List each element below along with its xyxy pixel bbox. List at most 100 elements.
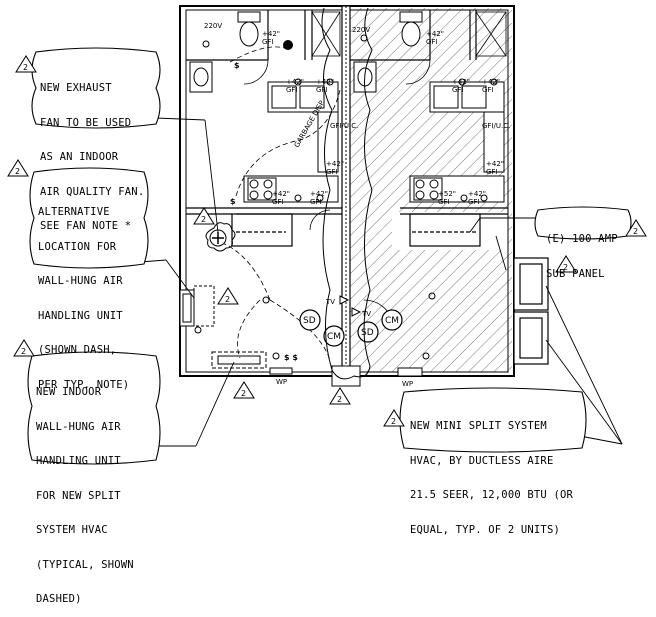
- callout-line: NEW EXHAUST: [40, 82, 112, 94]
- floor-plan-drawing: 220V 220V +42" GFI +42" GFI +42" GFI +42…: [7, 5, 647, 465]
- label-gfi-6: GFI: [482, 86, 494, 94]
- label-switch-left: $: [230, 197, 236, 206]
- mini-split-condensers: [513, 257, 549, 365]
- callout-line: WALL-HUNG AIR: [36, 420, 121, 433]
- air-handler-exterior-left: [179, 285, 215, 327]
- callout-line: WALL-HUNG AIR: [38, 275, 123, 287]
- label-220v-left: 220V: [204, 22, 222, 30]
- svg-text:2: 2: [201, 215, 206, 224]
- rev-triangle-9: [555, 255, 577, 273]
- rev-triangle-10: [383, 409, 405, 427]
- co-monitor-right: CM: [381, 309, 403, 331]
- callout-line: DASHED): [36, 593, 82, 605]
- callout-line: NEW MINI SPLIT SYSTEM: [410, 420, 547, 432]
- callout-line: SEE FAN NOTE *: [40, 220, 132, 232]
- toilet-left: [237, 11, 261, 47]
- label-plus42-11: +42": [468, 190, 486, 198]
- callout-line: FOR NEW SPLIT: [36, 489, 121, 502]
- svg-text:2: 2: [15, 167, 20, 176]
- callout-line: SYSTEM HVAC: [36, 524, 108, 536]
- svg-text:2: 2: [23, 63, 28, 72]
- label-plus42-10: +42": [310, 190, 328, 198]
- label-plus42-3: +42": [286, 78, 304, 86]
- callout-line: AIR QUALITY FAN.: [40, 185, 145, 198]
- kitchen-left: [243, 81, 339, 203]
- label-garbage-disp: GARBAGE DISP.: [293, 98, 327, 149]
- callout-line: HANDLING UNIT: [36, 455, 121, 467]
- callout-line: (E) 100 AMP: [546, 233, 618, 245]
- callout-line: FAN TO BE USED: [40, 116, 132, 129]
- label-tv-1: TV: [325, 298, 335, 306]
- rev-triangle-5: [13, 339, 35, 357]
- callout-line: SUB PANEL: [546, 267, 605, 280]
- revision-triangles: [7, 55, 647, 427]
- label-plus52-right: +52": [438, 190, 456, 198]
- svg-text:2: 2: [241, 389, 246, 398]
- label-plus42-5: +42": [452, 78, 470, 86]
- smoke-detector-left: SD: [299, 309, 321, 331]
- label-plus42-6: +42": [482, 78, 500, 86]
- tv-outlets: [339, 295, 362, 317]
- label-wp-left: WP: [276, 378, 287, 386]
- callout-line: PER TYP. NOTE): [38, 378, 130, 391]
- rev-triangle-4: [217, 287, 239, 305]
- co-monitor-left: CM: [323, 325, 345, 347]
- callout-line: (SHOWN DASH,: [38, 344, 117, 356]
- label-gfi-uc-right: GFI/U.C.: [482, 122, 510, 130]
- callout-sub-panel: (E) 100 AMP SUB PANEL: [546, 211, 618, 292]
- leader-lines: [139, 117, 623, 447]
- label-switches-bottom: $ $: [284, 353, 298, 362]
- callout-cloud-shapes: [27, 47, 632, 465]
- callout-line: 21.5 SEER, 12,000 BTU (OR: [410, 489, 574, 501]
- label-gfi-8: GFI: [486, 168, 498, 176]
- cm-label-right: CM: [385, 316, 399, 326]
- callout-exhaust-fan: NEW EXHAUST FAN TO BE USED AS AN INDOOR …: [40, 60, 144, 244]
- label-gfi-5: GFI: [452, 86, 464, 94]
- callout-line: EQUAL, TYP. OF 2 UNITS): [410, 523, 560, 536]
- label-gfi-11: GFI: [438, 198, 450, 206]
- callout-new-indoor: NEW INDOOR WALL-HUNG AIR HANDLING UNIT F…: [36, 364, 134, 617]
- kitchen-right: [409, 81, 505, 203]
- label-plus42-4: +42": [316, 78, 334, 86]
- label-gfi-1: GFI: [262, 38, 274, 46]
- exhaust-fan-symbol: [209, 40, 293, 247]
- svg-text:2: 2: [633, 227, 638, 236]
- label-gfi-10: GFI: [310, 198, 322, 206]
- exterior-bumps: [269, 365, 423, 387]
- revision-triangle-numbers: 2 2 2 2 2 2 2 2 2 2: [15, 63, 638, 426]
- label-plus42-1: +42": [262, 30, 280, 38]
- label-plus42-2: +42": [426, 30, 444, 38]
- label-plus42-7: +42": [326, 160, 344, 168]
- revision-clouds: [205, 7, 373, 380]
- label-gfi-9: GFI: [272, 198, 284, 206]
- callout-line: LOCATION FOR: [38, 240, 117, 253]
- sd-label-right: SD: [361, 328, 374, 338]
- callout-alt-location: ALTERNATIVE LOCATION FOR WALL-HUNG AIR H…: [38, 184, 129, 403]
- callout-line: HANDLING UNIT: [38, 309, 123, 322]
- rev-triangle-6: [233, 381, 255, 399]
- rev-triangle-8: [625, 219, 647, 237]
- label-220v-right: 220V: [352, 26, 370, 34]
- label-tv-2: TV: [361, 310, 371, 318]
- wall-hung-unit-dashed: [211, 351, 267, 369]
- callout-line: ALTERNATIVE: [38, 206, 110, 218]
- label-plus42-8: +42": [486, 160, 504, 168]
- sd-label-left: SD: [303, 316, 316, 326]
- party-wall: [341, 5, 351, 377]
- label-gfi-uc-left: GFI/U.C.: [330, 122, 358, 130]
- label-gfi-2: GFI: [426, 38, 438, 46]
- label-gfi-3: GFI: [286, 86, 298, 94]
- shower-right: [475, 11, 507, 57]
- label-plus42-9: +42": [272, 190, 290, 198]
- svg-text:2: 2: [21, 347, 26, 356]
- outlet-symbols: [194, 34, 498, 360]
- rev-triangle-2: [7, 159, 29, 177]
- interior-walls-right: [350, 10, 508, 247]
- shower-left: [311, 11, 341, 57]
- callout-line: AS AN INDOOR: [40, 151, 119, 163]
- smoke-detector-right: SD: [357, 321, 379, 343]
- label-gfi-12: GFI: [468, 198, 480, 206]
- svg-text:2: 2: [225, 295, 230, 304]
- toilet-right: [399, 11, 423, 47]
- rev-triangle-3: [193, 207, 215, 225]
